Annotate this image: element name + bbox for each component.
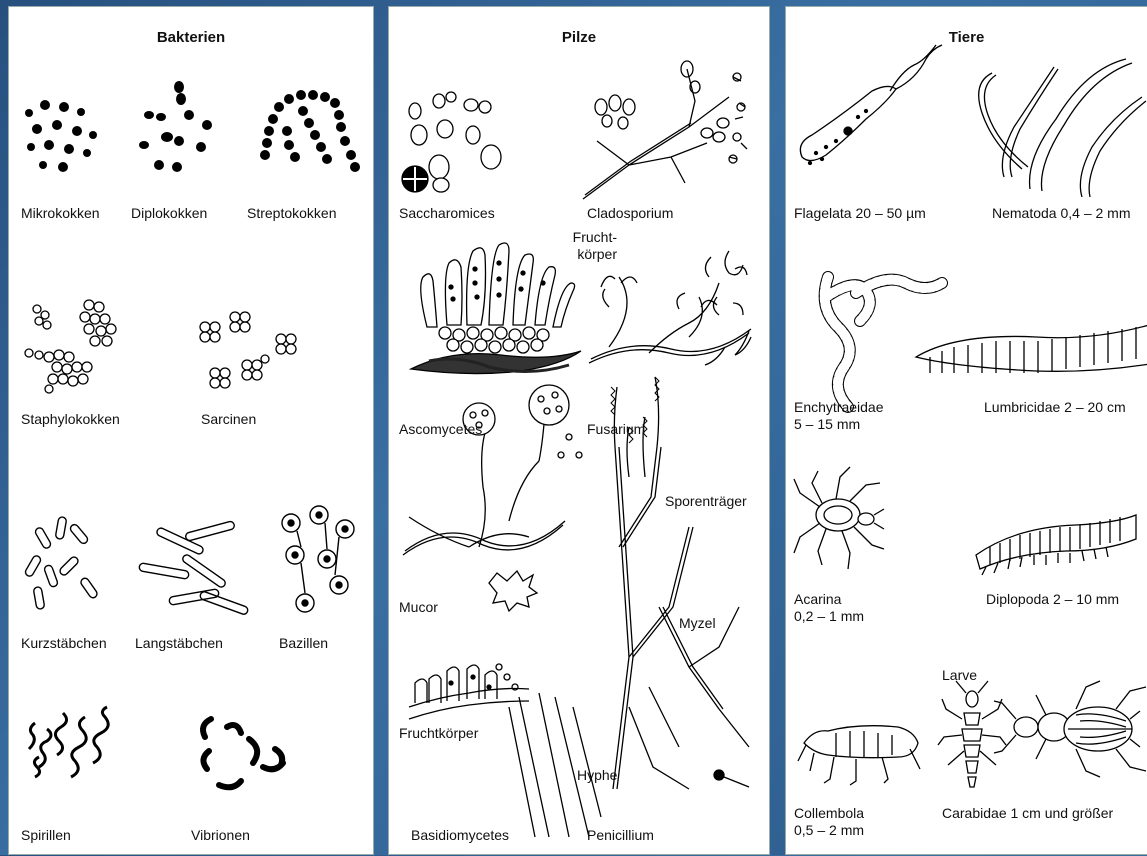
label-myzel: Myzel [679, 615, 716, 632]
label-sporentraeger: Sporenträger [665, 493, 747, 510]
collembola-drawing [798, 726, 920, 785]
label-saccharomices: Saccharomices [399, 205, 495, 222]
label-cladosporium: Cladosporium [587, 205, 673, 222]
carabidae-drawing [994, 681, 1146, 777]
label-carabidae: Carabidae 1 cm und größer [942, 805, 1113, 822]
basidiomycetes-drawing [409, 664, 601, 837]
lumbricidae-drawing [916, 323, 1147, 373]
label-vibrionen: Vibrionen [191, 827, 250, 844]
label-mucor: Mucor [399, 599, 438, 616]
label-diplopoda: Diplopoda 2 – 10 mm [986, 591, 1119, 608]
diplopoda-drawing [976, 515, 1136, 575]
ascomycetes-drawing [411, 243, 581, 374]
label-basidiomycetes: Basidiomycetes [411, 827, 509, 844]
label-staphylokokken: Staphylokokken [21, 411, 120, 428]
label-lumbricidae: Lumbricidae 2 – 20 cm [984, 399, 1126, 416]
bazillen-drawing [282, 506, 354, 612]
diplokokken-drawing [139, 81, 212, 172]
label-collembola: Collembola 0,5 – 2 mm [794, 805, 864, 839]
label-kurzstaebchen: Kurzstäbchen [21, 635, 107, 652]
label-fusarium: Fusarium [587, 421, 645, 438]
sarcinen-drawing [200, 312, 296, 388]
label-acarina: Acarina 0,2 – 1 mm [794, 591, 864, 625]
flagelata-drawing [800, 45, 942, 165]
animals-panel: Tiere [785, 6, 1147, 855]
streptokokken-drawing [260, 90, 360, 172]
label-streptokokken: Streptokokken [247, 205, 337, 222]
spirillen-drawing [29, 707, 108, 777]
nematoda-drawing [979, 59, 1146, 197]
label-fruchtkoerper-bottom: Fruchtkörper [399, 725, 478, 742]
staphylokokken-drawing [25, 300, 116, 393]
label-flagelata: Flagelata 20 – 50 µm [794, 205, 926, 222]
larve-drawing [938, 681, 1006, 787]
label-hyphe: Hyphe [577, 767, 617, 784]
label-bazillen: Bazillen [279, 635, 328, 652]
vibrionen-drawing [203, 719, 283, 787]
mikrokokken-drawing [25, 100, 97, 172]
label-larve: Larve [942, 667, 977, 684]
label-spirillen: Spirillen [21, 827, 71, 844]
cladosporium-drawing [583, 61, 747, 199]
fusarium-drawing [589, 251, 751, 365]
label-mikrokokken: Mikrokokken [21, 205, 100, 222]
label-nematoda: Nematoda 0,4 – 2 mm [992, 205, 1131, 222]
label-penicillium: Penicillium [587, 827, 654, 844]
bacteria-drawings [9, 7, 375, 856]
penicillium-drawing [611, 377, 749, 789]
acarina-drawing [794, 467, 884, 569]
label-fruchtkoerper-top: Frucht- körper [557, 229, 617, 263]
kurzstaebchen-drawing [24, 516, 99, 609]
label-ascomycetes: Ascomycetes [399, 421, 482, 438]
mucor-drawing [403, 385, 582, 611]
bacteria-panel: Bakterien [8, 6, 374, 855]
fungi-panel: Pilze [388, 6, 770, 855]
label-enchytraeidae: Enchytraeidae 5 – 15 mm [794, 399, 884, 433]
label-diplokokken: Diplokokken [131, 205, 207, 222]
saccharomices-drawing [402, 92, 501, 192]
label-langstaebchen: Langstäbchen [135, 635, 223, 652]
label-sarcinen: Sarcinen [201, 411, 256, 428]
langstaebchen-drawing [139, 521, 249, 616]
